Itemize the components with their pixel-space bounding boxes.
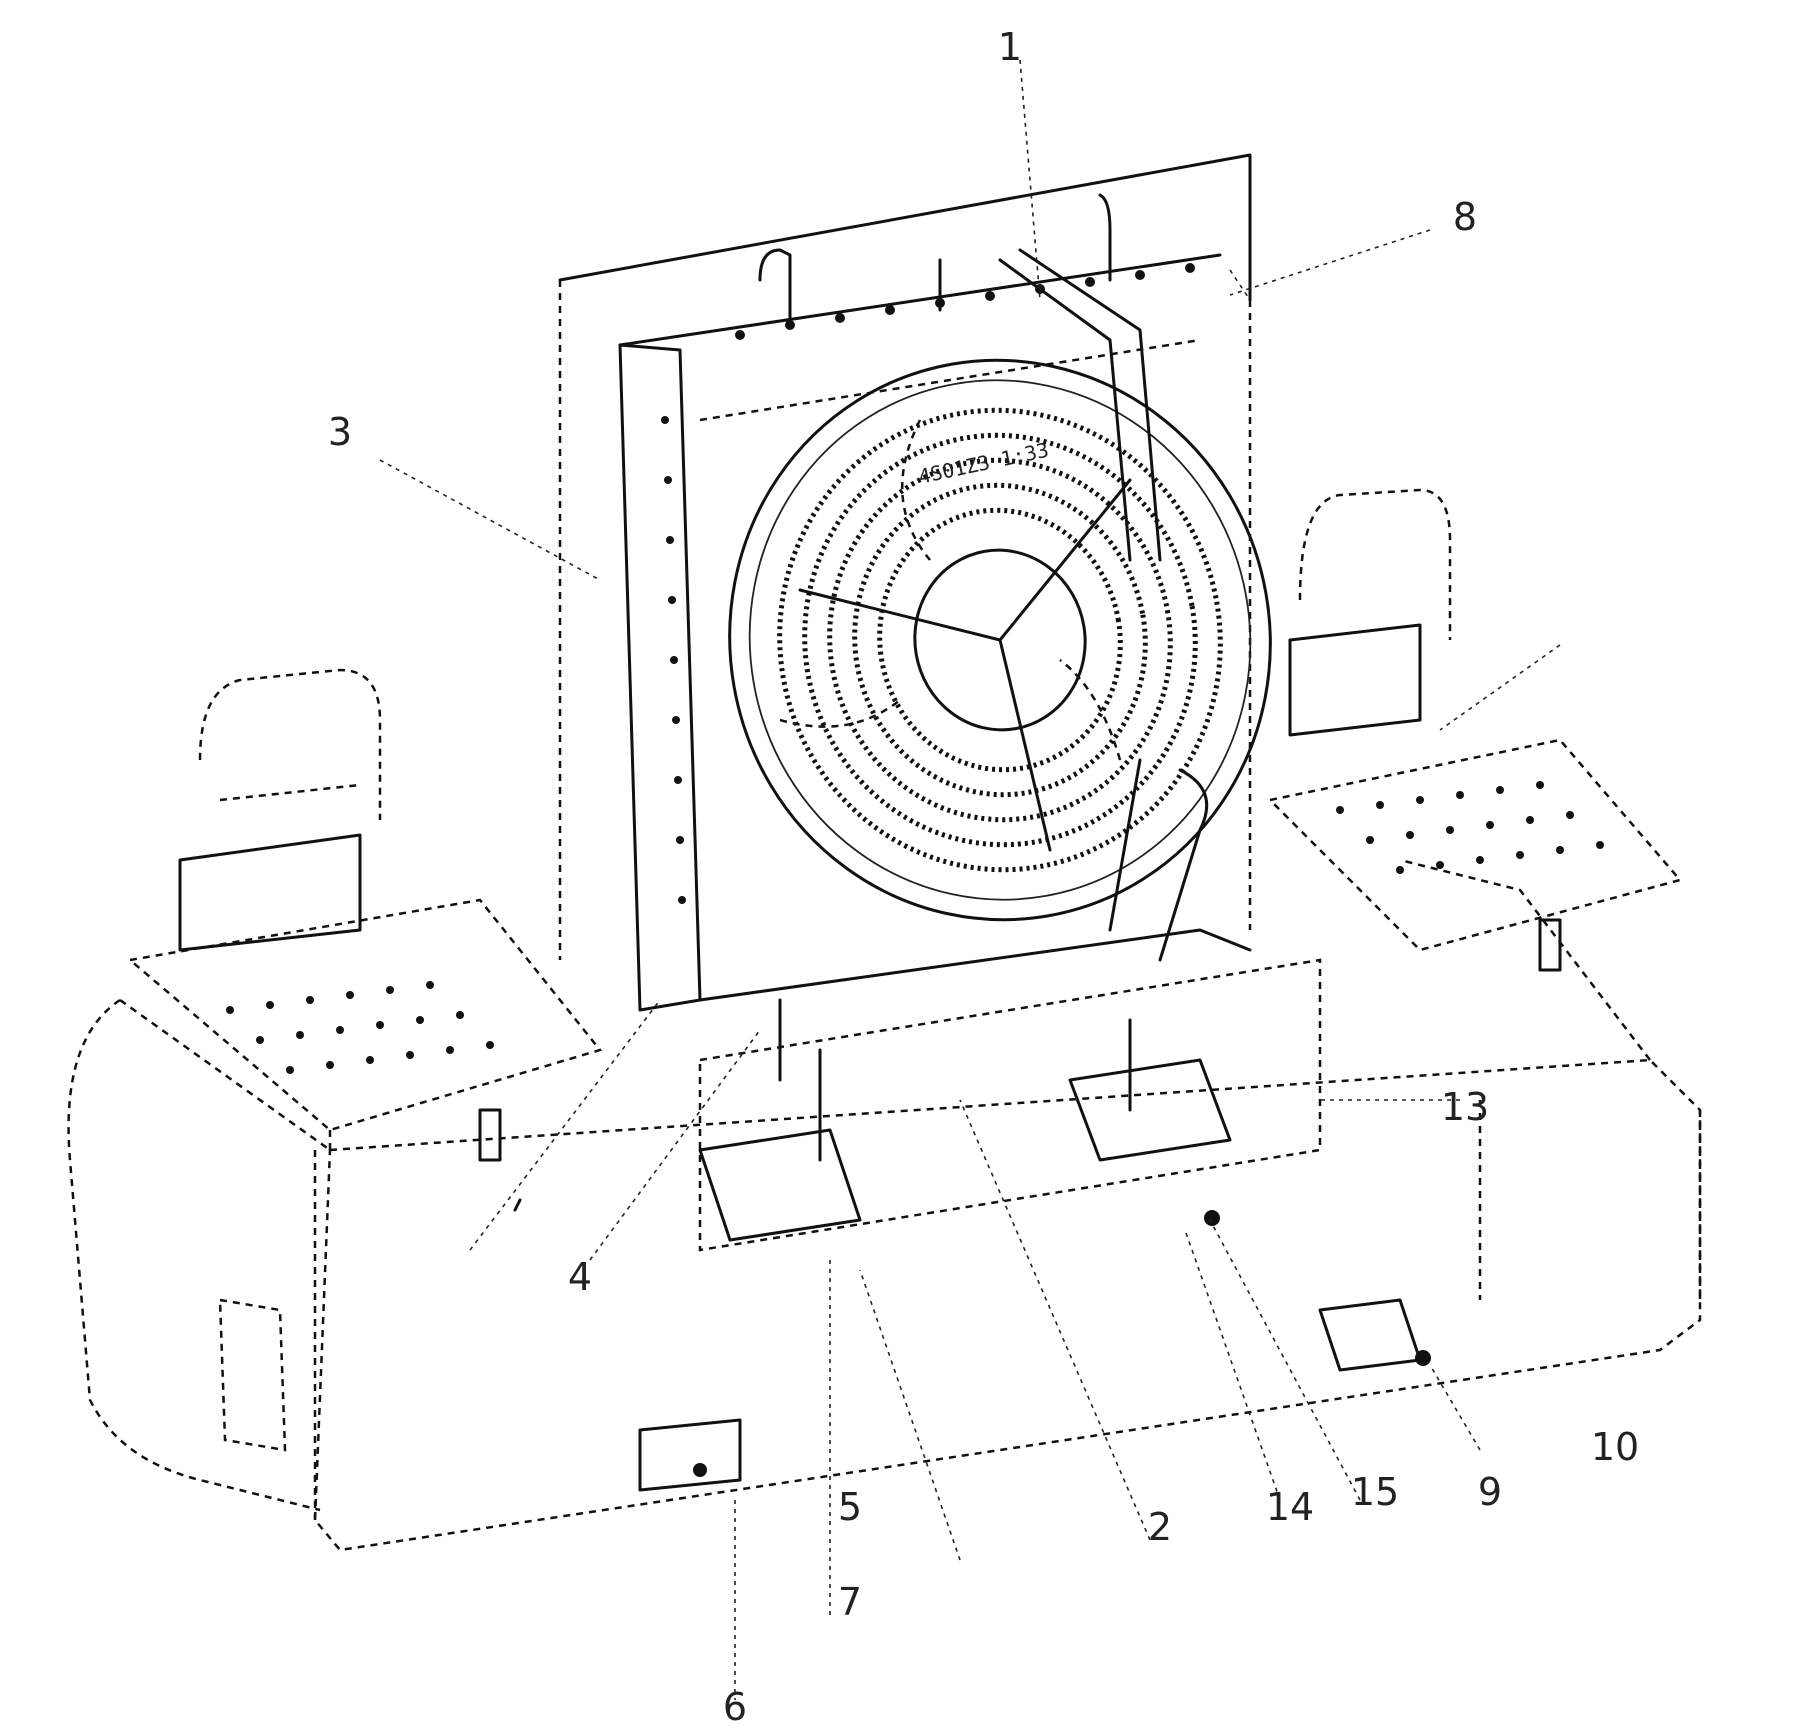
callout-8: 8 xyxy=(1453,195,1477,239)
base-housing xyxy=(67,858,1702,1552)
mounting-plates xyxy=(638,998,1431,1492)
fan-plate-text: 4S01Z3 1:33 xyxy=(916,438,1051,489)
callout-14: 14 xyxy=(1266,1485,1314,1529)
leader-lines xyxy=(379,229,1561,1561)
callout-5: 5 xyxy=(838,1485,862,1529)
callout-15: 15 xyxy=(1351,1470,1399,1514)
callout-6: 6 xyxy=(723,1685,747,1729)
radiator-frame xyxy=(558,153,1322,1252)
center-lines xyxy=(734,59,1041,1700)
callout-3: 3 xyxy=(328,410,352,454)
callout-1: 1 xyxy=(998,25,1022,69)
callout-4: 4 xyxy=(568,1255,592,1299)
right-step-platform xyxy=(1267,488,1683,972)
callout-10: 10 xyxy=(1591,1425,1639,1469)
callout-9: 9 xyxy=(1478,1470,1502,1514)
callout-13: 13 xyxy=(1441,1085,1489,1129)
callouts: 1 3 8 4 7 6 5 2 14 15 9 10 13 xyxy=(328,25,1639,1729)
left-step-platform xyxy=(127,668,603,1212)
fan-assembly: 4S01Z3 1:33 xyxy=(728,248,1272,962)
callout-7: 7 xyxy=(838,1580,862,1624)
callout-2: 2 xyxy=(1148,1505,1172,1549)
